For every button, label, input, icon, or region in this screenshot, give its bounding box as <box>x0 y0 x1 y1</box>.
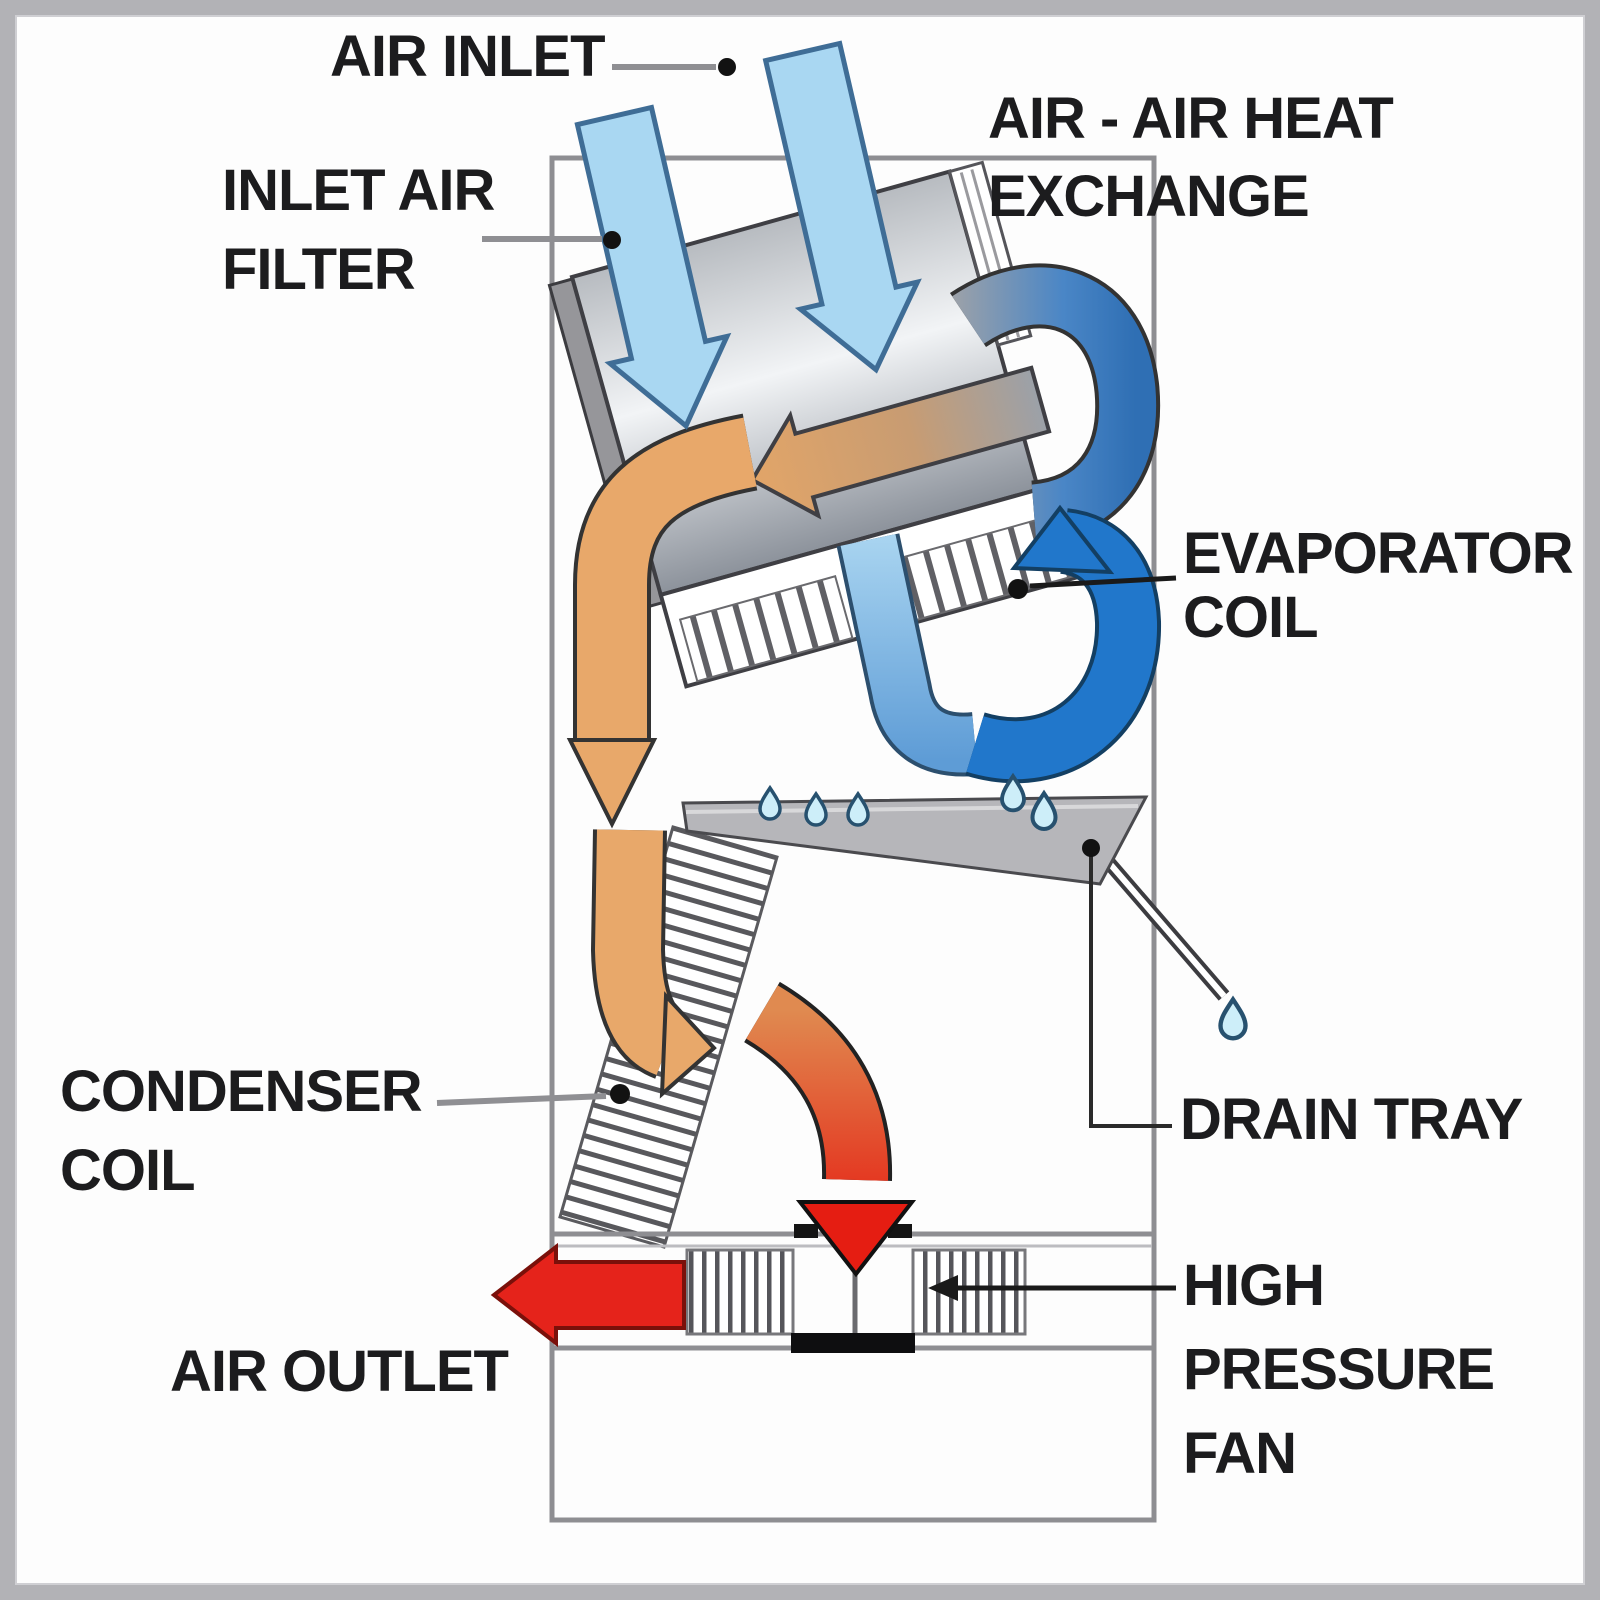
label-drain-tray: DRAIN TRAY <box>1180 1087 1523 1152</box>
warm-air-down-band <box>566 413 758 829</box>
label-text: COIL <box>60 1138 196 1203</box>
leader-lines <box>436 58 1177 1301</box>
cold-air-return-arrow <box>965 504 1161 784</box>
label-text: AIR OUTLET <box>170 1339 509 1404</box>
hot-air-to-fan-arrow <box>743 981 917 1278</box>
air-inlet-arrow-left <box>574 104 732 430</box>
cooled-air-u-turn <box>836 533 978 777</box>
label-text: FILTER <box>222 237 416 302</box>
exchange-return-band <box>949 263 1161 546</box>
drain-pipe <box>1092 845 1230 1001</box>
label-air-inlet: AIR INLET <box>330 24 606 89</box>
warming-air-arrow <box>749 365 1052 520</box>
label-text: PRESSURE <box>1183 1337 1495 1402</box>
label-text: COIL <box>1183 585 1319 650</box>
label-text: AIR - AIR HEAT <box>988 86 1394 151</box>
label-text: EVAPORATOR <box>1183 521 1574 586</box>
condenser-coil-leader <box>436 1093 607 1106</box>
label-text: AIR INLET <box>330 24 606 89</box>
label-text: EXCHANGE <box>988 164 1310 229</box>
label-inlet-air-filter: INLET AIR FILTER <box>222 158 495 302</box>
label-air-air-heat-exchange: AIR - AIR HEAT EXCHANGE <box>988 86 1394 229</box>
label-text: CONDENSER <box>60 1059 423 1124</box>
air-outlet-arrow <box>490 1242 686 1348</box>
evaporator-coil-fins-left <box>678 575 854 683</box>
label-air-outlet: AIR OUTLET <box>170 1339 509 1404</box>
fan-motor-bar <box>791 1333 915 1353</box>
label-text: HIGH <box>1183 1253 1325 1318</box>
drain-tray-leader <box>1089 852 1172 1128</box>
evaporator-coil-leader <box>1029 575 1177 589</box>
label-text: FAN <box>1183 1421 1297 1486</box>
label-evaporator-coil: EVAPORATOR COIL <box>1183 521 1574 650</box>
reheated-air-band <box>590 829 717 1099</box>
label-condenser-coil: CONDENSER COIL <box>60 1059 423 1203</box>
label-text: DRAIN TRAY <box>1180 1087 1523 1152</box>
air-inlet-arrow-right <box>762 40 922 374</box>
label-high-pressure-fan: HIGH PRESSURE FAN <box>1183 1253 1495 1486</box>
label-text: INLET AIR <box>222 158 495 223</box>
